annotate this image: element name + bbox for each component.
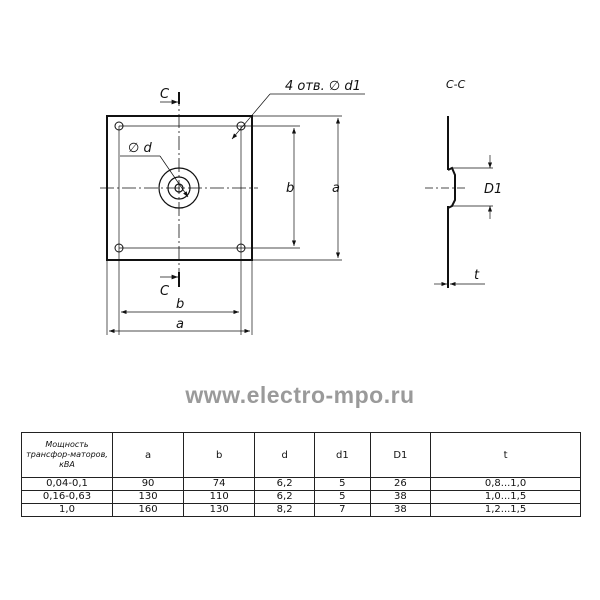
- section-mark-bottom: C: [160, 284, 170, 299]
- cell: 7: [314, 503, 371, 517]
- cell: 0,8...1,0: [430, 477, 581, 491]
- cell: 1,0: [21, 503, 113, 517]
- dim-D1: D1: [484, 182, 502, 197]
- cell: 90: [111, 477, 185, 491]
- cell: 130: [111, 490, 185, 504]
- cell: 6,2: [254, 477, 316, 491]
- header-t: t: [430, 432, 581, 478]
- cell: 5: [314, 490, 371, 504]
- header-power: Мощность трансфор-маторов, кВА: [21, 432, 113, 478]
- dimensions-table: Мощность трансфор-маторов, кВА a b d d1 …: [21, 432, 581, 517]
- header-d: d: [254, 432, 316, 478]
- dim-a-vertical: a: [332, 181, 340, 196]
- cell: 1,0...1,5: [430, 490, 581, 504]
- table-row: 0,04-0,1 90 74 6,2 5 26 0,8...1,0: [21, 477, 581, 491]
- holes-label: 4 отв. ∅ d1: [285, 79, 361, 94]
- dim-t: t: [474, 268, 480, 283]
- cell: 74: [183, 477, 256, 491]
- cell: 1,2...1,5: [430, 503, 581, 517]
- dim-b-vertical: b: [286, 181, 294, 196]
- cell: 0,04-0,1: [21, 477, 113, 491]
- cell: 110: [183, 490, 256, 504]
- cell: 5: [314, 477, 371, 491]
- table-header-row: Мощность трансфор-маторов, кВА a b d d1 …: [21, 432, 581, 478]
- header-a: a: [111, 432, 185, 478]
- table-row: 0,16-0,63 130 110 6,2 5 38 1,0...1,5: [21, 490, 581, 504]
- cell: 38: [369, 490, 432, 504]
- plate-front-view: [100, 92, 365, 335]
- dim-b-horizontal: b: [176, 297, 184, 312]
- cell: 26: [369, 477, 432, 491]
- section-mark-top: C: [160, 87, 170, 102]
- section-view: [425, 116, 493, 288]
- d-label: ∅ d: [128, 141, 152, 156]
- mounting-holes: [114, 121, 246, 253]
- header-D1: D1: [369, 432, 432, 478]
- table-row: 1,0 160 130 8,2 7 38 1,2...1,5: [21, 503, 581, 517]
- cell: 160: [111, 503, 185, 517]
- cell: 6,2: [254, 490, 316, 504]
- cell: 0,16-0,63: [21, 490, 113, 504]
- header-b: b: [183, 432, 256, 478]
- header-d1: d1: [314, 432, 371, 478]
- section-title: C-C: [446, 78, 466, 91]
- cell: 38: [369, 503, 432, 517]
- cell: 130: [183, 503, 256, 517]
- dim-a-horizontal: a: [176, 317, 184, 332]
- watermark: www.electro-mpo.ru: [185, 382, 415, 408]
- cell: 8,2: [254, 503, 316, 517]
- technical-drawing: C C 4 отв. ∅ d1 ∅ d b a b a C-C D1 t: [100, 78, 502, 335]
